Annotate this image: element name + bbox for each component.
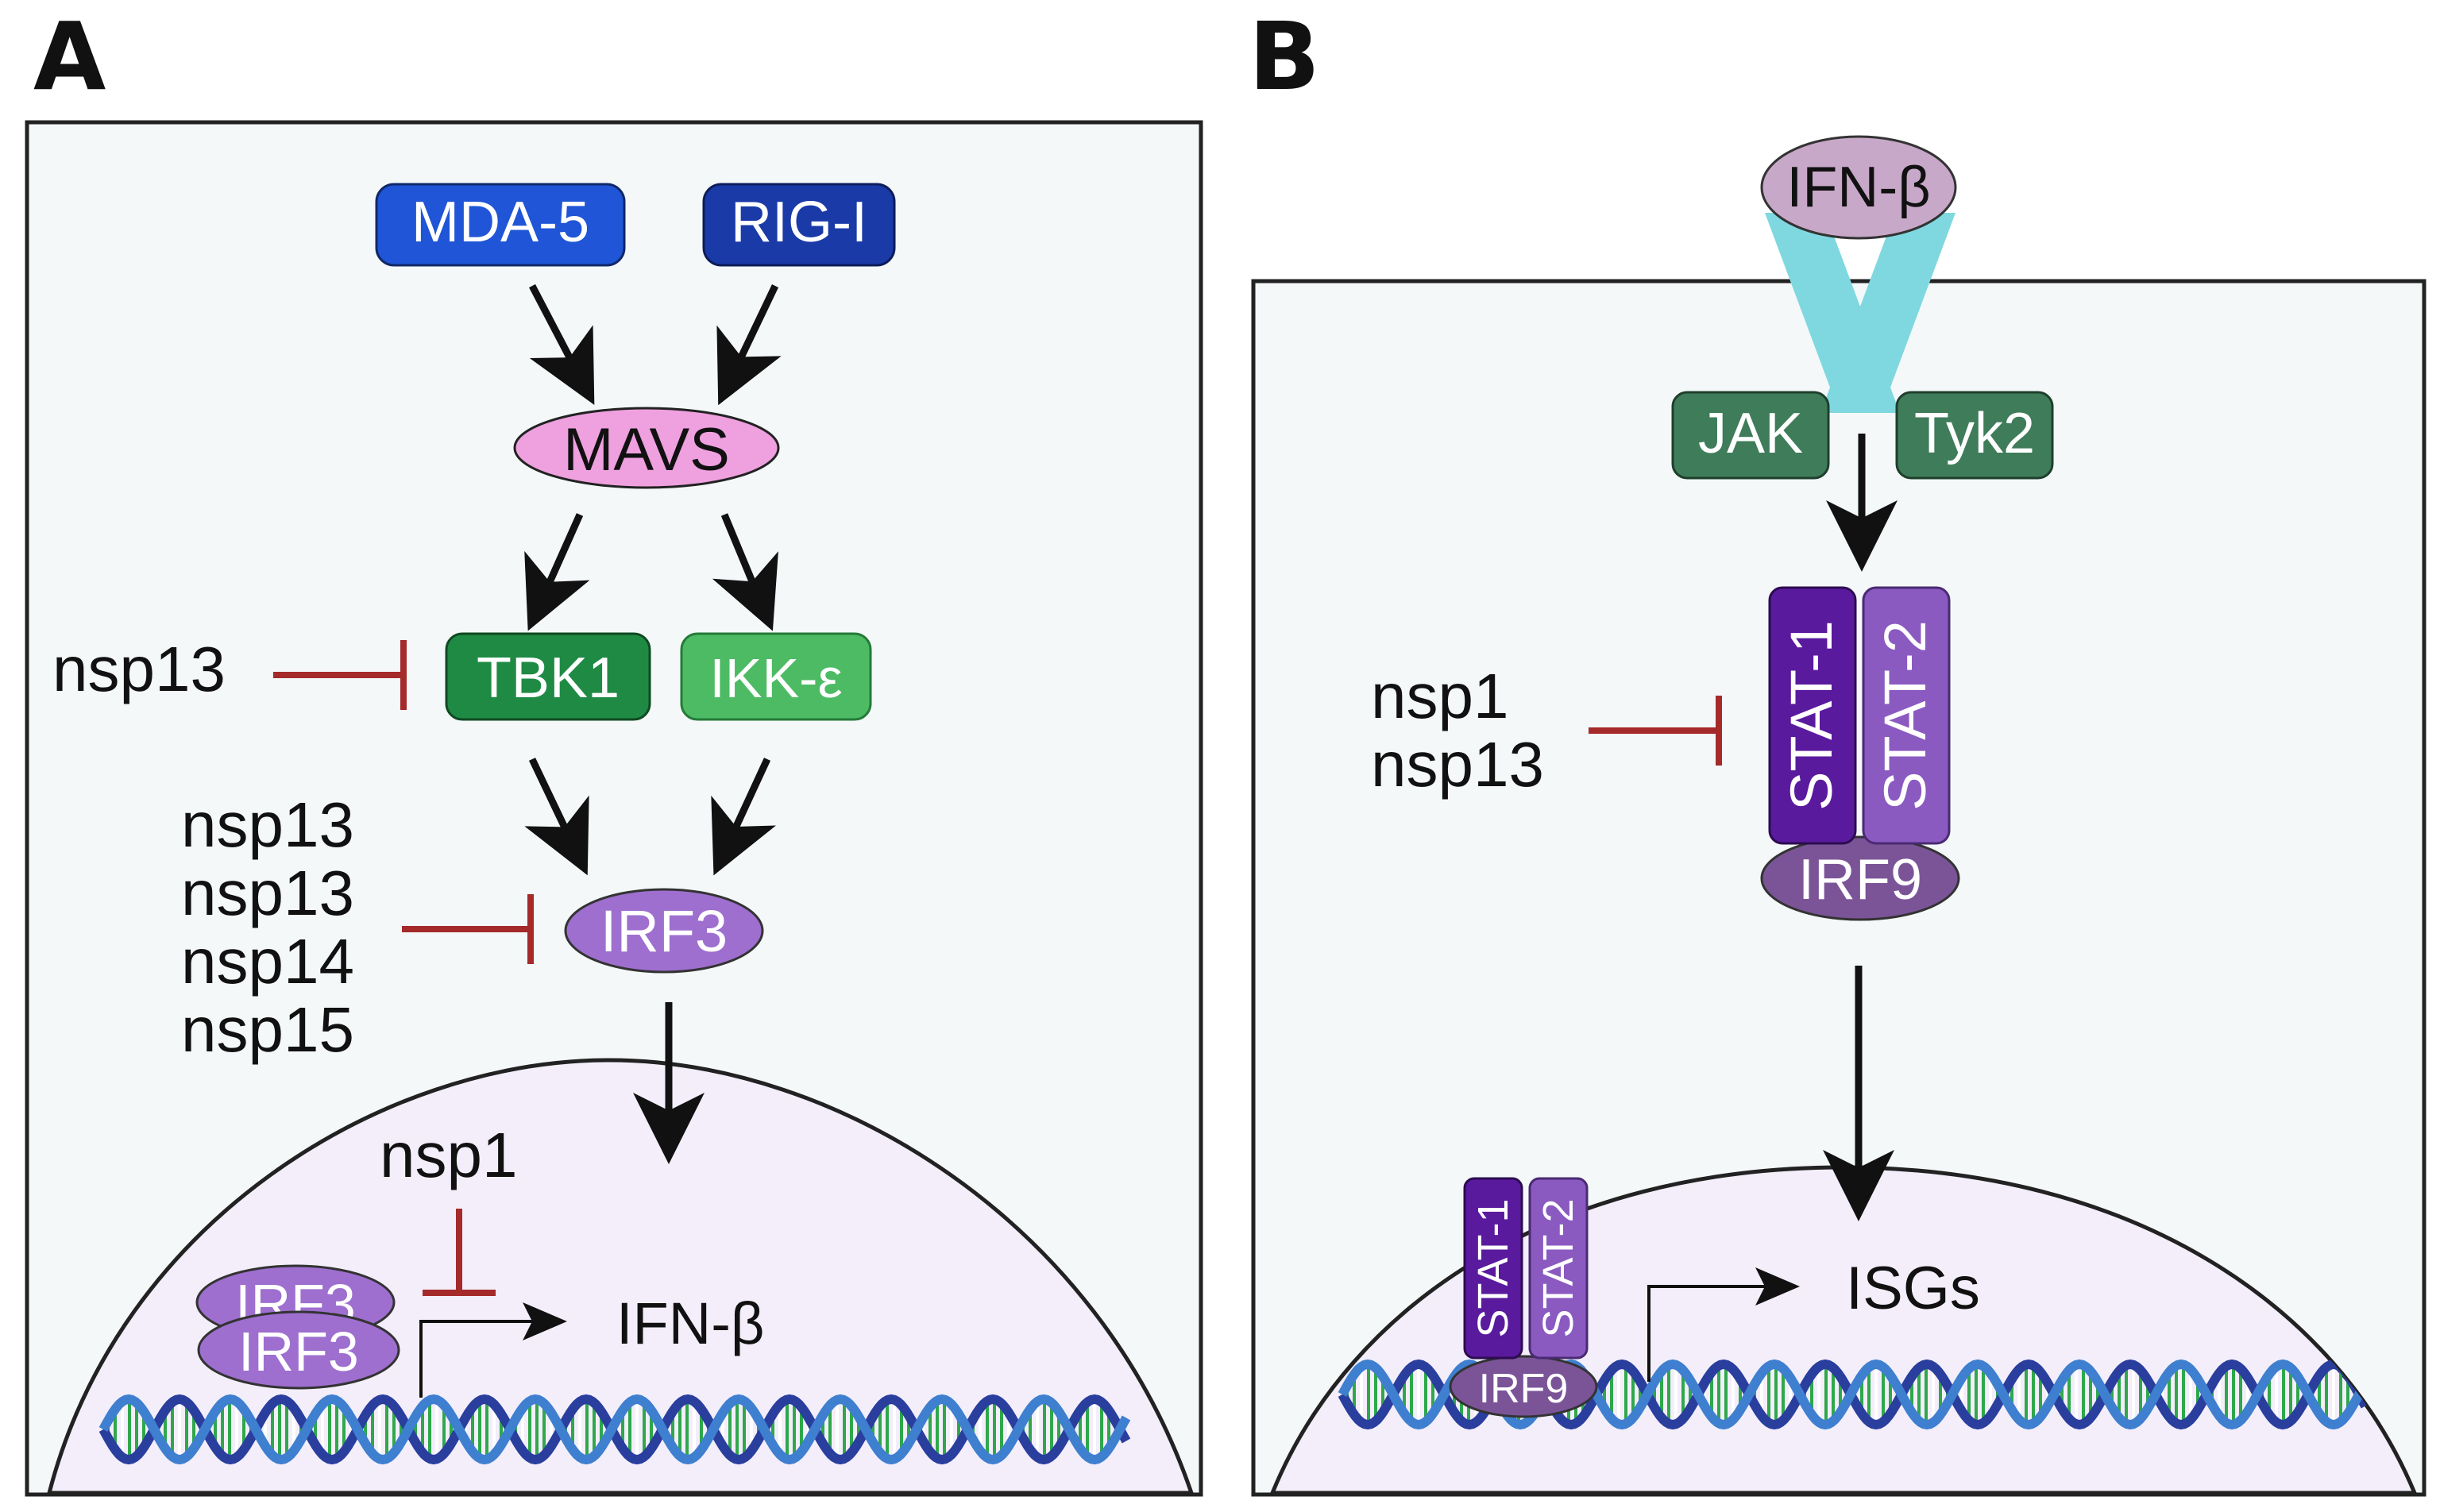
receptor-chain-2 [1820, 213, 1955, 413]
nuclear-irf9-label: IRF9 [1479, 1366, 1569, 1412]
irf3-label: IRF3 [600, 898, 728, 964]
arrow-mavs-ikke [712, 513, 778, 631]
mavs-label: MAVS [563, 416, 730, 484]
tyk2-node: Tyk2 [1895, 391, 2054, 480]
transcription-arrow-a [419, 1302, 567, 1398]
nuclear-stat2-label: STAT-2 [1535, 1198, 1582, 1337]
irf3-dimer-front-label: IRF3 [238, 1321, 359, 1383]
irf9-label: IRF9 [1798, 848, 1922, 912]
mda5-label: MDA-5 [411, 191, 589, 254]
inhibition-transcription-a [423, 1209, 496, 1296]
stat2-node [1862, 586, 1951, 845]
nsp13-kinase-inhibitor: nsp13 [52, 634, 226, 704]
nsp1-nuclear-inhibitor: nsp1 [380, 1120, 517, 1190]
tbk1-label: TBK1 [477, 646, 620, 710]
panel-b-letter: B [1249, 2, 1320, 111]
tbk1-node: TBK1 [445, 632, 651, 721]
ikke-label: IKK-ε [709, 647, 842, 709]
jak-label: JAK [1698, 402, 1803, 465]
stat1-label: STAT-1 [1778, 620, 1844, 811]
ifnb-ligand-label: IFN-β [1786, 156, 1930, 219]
stat-complex: IRF9 STAT-1 STAT-2 [1760, 586, 1960, 921]
nuclear-stat1-label: STAT-1 [1469, 1198, 1517, 1337]
inhibition-tbk1 [273, 640, 407, 710]
inhibition-irf3 [402, 894, 534, 964]
panel-a-dna [98, 1394, 1131, 1465]
arrow-rigi-mavs [716, 284, 782, 406]
irf3-inhibitor: nsp15 [181, 994, 354, 1065]
irf3-dimer: IRF3 IRF3 [195, 1264, 400, 1390]
ifnb-ligand: IFN-β [1760, 135, 1957, 240]
irf3-inhibitor: nsp14 [181, 926, 354, 997]
jak-node: JAK [1671, 391, 1830, 480]
isgs-gene-label: ISGs [1846, 1255, 1980, 1322]
transcription-arrow-b [1647, 1267, 1800, 1382]
dna-a-strand-2 [98, 1394, 1131, 1465]
panel-a-letter: A [33, 2, 106, 111]
stat1-node [1768, 586, 1857, 845]
nuclear-stat-complex: IRF9 STAT-1 STAT-2 [1449, 1177, 1598, 1418]
irf3-node: IRF3 [564, 888, 764, 974]
irf3-inhibitor-list: nsp13 nsp13 nsp14 nsp15 [181, 789, 354, 1065]
stat-inhibitor: nsp1 [1371, 661, 1508, 731]
stat-inhibitor: nsp13 [1371, 729, 1544, 800]
arrow-tbk1-irf3 [524, 758, 589, 876]
stat-inhibitor-list: nsp1 nsp13 [1371, 661, 1544, 800]
irf3-inhibitor: nsp13 [181, 789, 354, 860]
nuclear-stat2-node [1528, 1177, 1589, 1360]
dna-a-strand-1 [98, 1394, 1131, 1465]
rigi-node: RIG-I [702, 183, 896, 267]
irf9-node [1760, 835, 1960, 921]
ifn-receptor [1765, 213, 1955, 413]
irf3-dimer-front [197, 1310, 400, 1390]
arrow-mda5-mavs [529, 284, 595, 405]
rigi-label: RIG-I [731, 191, 867, 254]
nuclear-irf9-node [1449, 1355, 1598, 1418]
irf3-inhibitor: nsp13 [181, 858, 354, 928]
dna-b-strand-2 [1338, 1359, 2370, 1430]
ikke-node: IKK-ε [680, 632, 872, 721]
mda5-node: MDA-5 [375, 183, 626, 267]
nuclear-stat1-node [1463, 1177, 1523, 1360]
arrow-ikke-irf3 [711, 758, 777, 876]
mavs-node: MAVS [513, 407, 780, 489]
inhibition-stat [1589, 696, 1722, 766]
ifnb-gene-label: IFN-β [616, 1290, 764, 1356]
tyk2-label: Tyk2 [1914, 402, 2035, 465]
stat2-label: STAT-2 [1872, 620, 1938, 811]
arrow-mavs-tbk1 [524, 513, 590, 631]
